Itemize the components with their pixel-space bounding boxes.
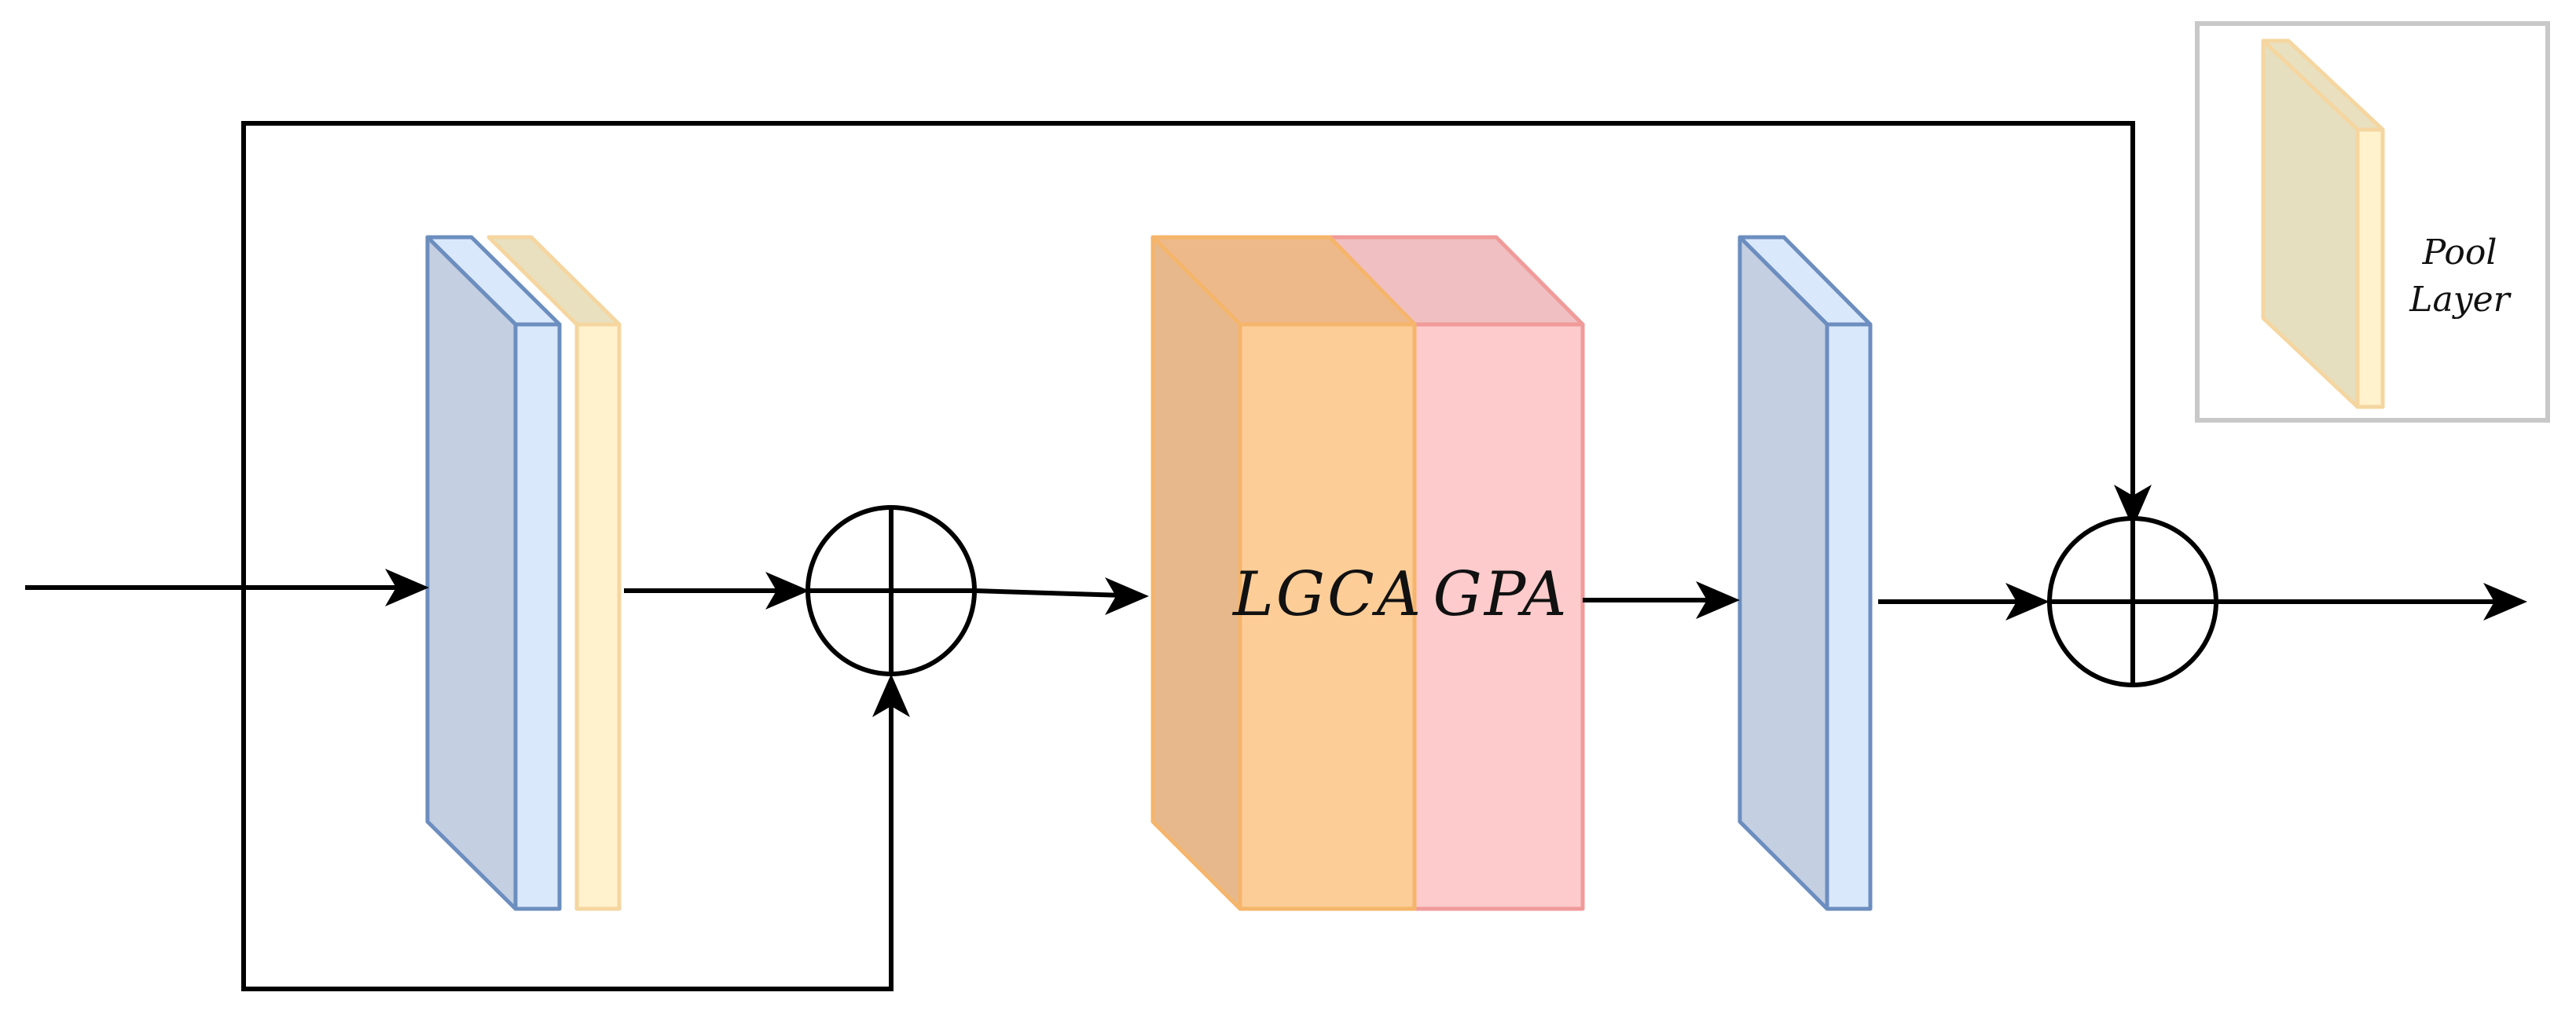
lgca-block <box>1150 235 1417 911</box>
output-arrowhead <box>2483 583 2527 621</box>
lgca-label: LGCA <box>1231 559 1423 630</box>
legend-label-line2: Layer <box>2409 280 2512 320</box>
legend-label-line1: Pool <box>2422 233 2497 273</box>
skip-connections <box>241 121 2141 991</box>
pool-layer-1 <box>486 235 622 911</box>
skip-arrowheads <box>872 485 2152 717</box>
legend: Pool Layer <box>2195 21 2550 423</box>
conv-layer-2 <box>1738 235 1873 911</box>
legend-pool-icon <box>2261 38 2385 409</box>
conv-layer-1 <box>425 235 562 911</box>
main-flow-arrowheads <box>385 569 2527 621</box>
lgca-gpa-block: LGCA GPA <box>1150 235 1585 911</box>
add-node-1 <box>805 505 977 676</box>
add-node-2 <box>2047 516 2218 687</box>
add1-to-lgca-arrowhead <box>1105 577 1149 615</box>
gpa-label: GPA <box>1433 559 1569 630</box>
inner-skip-connection <box>241 588 894 991</box>
add1-to-lgca-arrow <box>974 588 1125 598</box>
gpa-to-conv2-arrowhead <box>1696 581 1740 619</box>
pool-to-add1-arrowhead <box>765 572 809 610</box>
outer-skip-connection <box>241 121 2141 588</box>
outer-skip-arrowhead <box>2114 485 2152 528</box>
main-flow <box>25 585 2494 604</box>
inner-skip-arrowhead <box>872 674 910 717</box>
input-arrowhead <box>385 569 429 606</box>
conv-block-1 <box>425 235 622 911</box>
conv2-to-add2-arrowhead <box>2005 583 2049 621</box>
